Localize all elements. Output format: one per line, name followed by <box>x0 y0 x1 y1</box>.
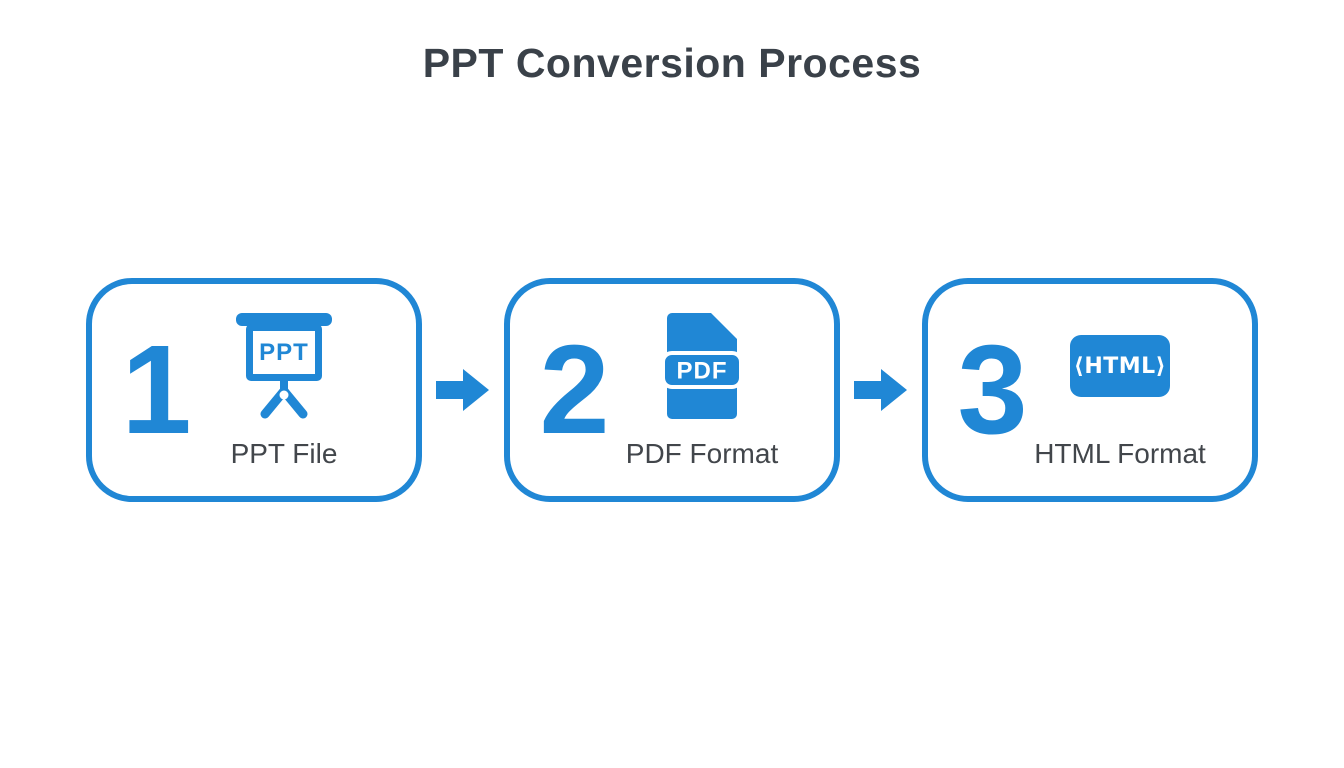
html-icon-label: ⟨HTML⟩ <box>1073 353 1167 379</box>
step-number: 3 <box>957 319 1027 460</box>
connector-2 <box>840 368 922 412</box>
presentation-screen: PPT <box>246 324 322 381</box>
pdf-file-icon: PDF <box>661 313 743 419</box>
presentation-topbar <box>236 313 332 326</box>
icon-area: ⟨HTML⟩ <box>1070 310 1170 422</box>
pdf-icon-label: PDF <box>677 358 728 385</box>
presentation-board-icon: PPT <box>234 313 334 419</box>
step-content: PDF PDF Format <box>626 310 778 470</box>
icon-area: PPT <box>234 310 334 422</box>
ppt-icon-label: PPT <box>259 338 309 366</box>
step-label: PDF Format <box>625 438 779 469</box>
step-box-pdf-format: 2 PDF PDF Format <box>504 278 840 502</box>
process-flow: 1 PPT <box>0 278 1344 502</box>
step-label: HTML Format <box>1034 438 1206 469</box>
step-box-ppt-file: 1 PPT <box>86 278 422 502</box>
connector-1 <box>422 368 504 412</box>
presentation-stand <box>260 381 308 419</box>
step-label: PPT File <box>230 438 338 469</box>
step-box-html-format: 3 ⟨HTML⟩ HTML Format <box>922 278 1258 502</box>
step-number: 1 <box>121 319 191 460</box>
page-title: PPT Conversion Process <box>422 40 922 86</box>
step-content: ⟨HTML⟩ HTML Format <box>1034 310 1206 470</box>
step-content: PPT PPT File <box>208 310 360 470</box>
icon-area: PDF <box>661 310 743 422</box>
arrow-right-icon <box>436 369 489 411</box>
html-code-icon: ⟨HTML⟩ <box>1070 335 1170 397</box>
arrow-right-icon <box>854 369 907 411</box>
step-number: 2 <box>539 319 609 460</box>
